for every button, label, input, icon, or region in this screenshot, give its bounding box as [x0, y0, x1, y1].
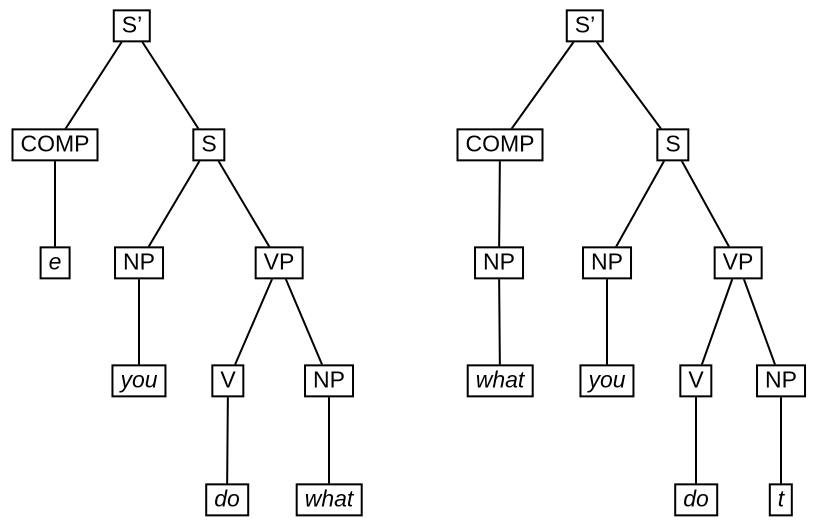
right-tree-node-np-comp: NP [474, 246, 524, 280]
right-tree-node-vp: VP [713, 246, 763, 280]
right-tree-node-you: you [579, 364, 635, 398]
left-tree-node-comp: COMP [11, 128, 99, 162]
left-tree-edge-v-do [226, 380, 229, 501]
right-tree-node-s: S [656, 128, 690, 162]
right-tree-node-np-obj: NP [756, 364, 806, 398]
left-tree-node-s-bar: S’ [112, 9, 152, 43]
right-tree-edge-comp-np-comp [498, 144, 501, 264]
left-tree-edge-s-vp [208, 144, 280, 264]
right-tree-node-s-bar: S’ [565, 9, 605, 43]
left-tree-edge-s-bar-comp [54, 25, 133, 146]
left-tree-node-do: do [205, 483, 249, 517]
right-tree-edge-np-comp-what [498, 262, 501, 382]
left-tree-node-you: you [111, 364, 167, 398]
right-tree-node-np-subj: NP [582, 246, 632, 280]
left-tree-edge-vp-np-obj [278, 262, 330, 382]
right-tree-edge-vp-v [695, 262, 739, 382]
left-tree-node-np-subj: NP [114, 246, 164, 280]
right-tree-edge-vp-np-obj [737, 262, 782, 382]
left-tree-node-vp: VP [254, 246, 304, 280]
left-tree-node-what: what [295, 483, 363, 517]
right-tree-node-v: V [679, 364, 713, 398]
right-tree-node-comp: COMP [456, 128, 544, 162]
right-tree-edge-s-bar-s [584, 25, 674, 146]
left-tree-node-s: S [192, 128, 226, 162]
right-tree-edge-s-vp [672, 144, 739, 264]
left-tree-node-e: e [39, 246, 71, 280]
right-tree-node-do: do [674, 483, 718, 517]
left-tree-edge-s-np-subj [138, 144, 210, 264]
right-tree-node-what: what [466, 364, 534, 398]
left-tree-node-np-obj: NP [304, 364, 354, 398]
left-tree-edge-vp-v [227, 262, 280, 382]
right-tree-edge-s-bar-comp [499, 25, 586, 146]
left-tree-edge-s-bar-s [131, 25, 210, 146]
right-tree-edge-s-np-subj [606, 144, 674, 264]
left-tree-node-v: V [211, 364, 245, 398]
right-tree-node-t: t [768, 483, 794, 517]
